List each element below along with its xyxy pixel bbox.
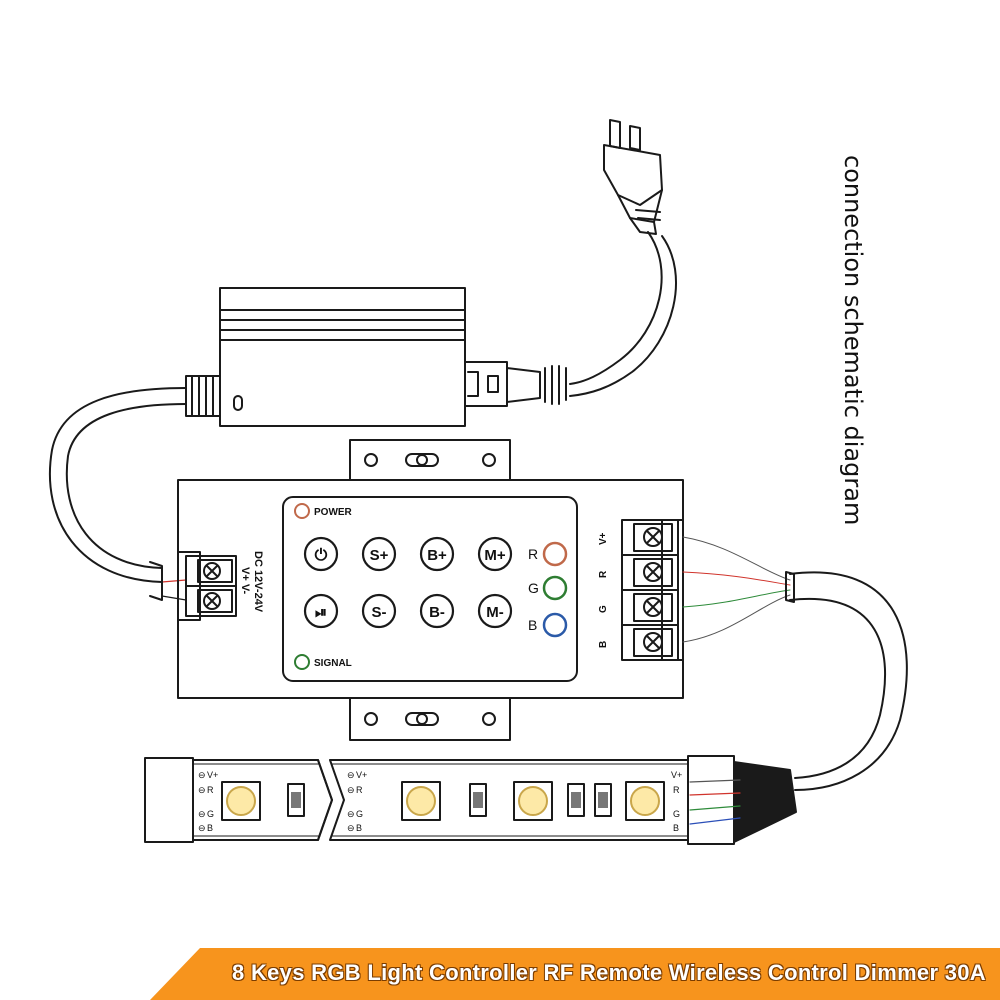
- output-cable: [789, 571, 908, 791]
- mode-down-button[interactable]: M-: [477, 593, 513, 629]
- strip-end-label: R: [673, 785, 680, 795]
- strip-pad-label: B: [356, 823, 362, 833]
- input-terminal-block: [185, 555, 237, 617]
- output-label-r: R: [598, 570, 609, 578]
- b-indicator-label: B: [528, 617, 537, 633]
- footer-banner: 8 Keys RGB Light Controller RF Remote Wi…: [150, 948, 1000, 1000]
- power-button[interactable]: ⏻: [303, 536, 339, 572]
- strip-end-label: B: [673, 823, 679, 833]
- play-pause-label: ⏯: [315, 604, 327, 621]
- strip-pad-label: V+: [207, 770, 218, 780]
- ac-cable: [569, 231, 663, 385]
- led-strip: [144, 755, 797, 845]
- output-wire-r: [682, 571, 791, 586]
- signal-indicator: [294, 654, 310, 670]
- mode-up-label: M+: [484, 547, 505, 564]
- footer-background: [150, 948, 1000, 1000]
- input-voltage-label: DC 12V-24V: [252, 551, 264, 613]
- power-indicator: [294, 503, 310, 519]
- signal-label: SIGNAL: [314, 658, 352, 669]
- speed-up-button[interactable]: S+: [361, 536, 397, 572]
- strip-end-label: V+: [671, 770, 682, 780]
- strip-pad-label: B: [207, 823, 213, 833]
- output-label-vplus: V+: [598, 532, 609, 545]
- footer-title: 8 Keys RGB Light Controller RF Remote Wi…: [232, 960, 986, 985]
- brightness-up-label: B+: [427, 547, 447, 564]
- brightness-down-label: B-: [429, 604, 445, 621]
- output-wire-b: [682, 594, 791, 643]
- input-polarity-label: V+ V-: [239, 567, 251, 595]
- strip-pad-label: R: [207, 785, 214, 795]
- strip-pad-label: R: [356, 785, 363, 795]
- remote-panel: [282, 496, 578, 682]
- dc-cable: [48, 387, 187, 583]
- strip-pad-mark: ⊖: [198, 823, 206, 833]
- strip-pad-label: G: [356, 809, 363, 819]
- speed-down-label: S-: [372, 604, 387, 621]
- strip-pad-mark: ⊖: [347, 809, 355, 819]
- brightness-up-button[interactable]: B+: [419, 536, 455, 572]
- g-indicator-ring: [542, 575, 568, 601]
- speed-down-button[interactable]: S-: [361, 593, 397, 629]
- speed-up-label: S+: [370, 547, 389, 564]
- r-indicator-ring: [542, 541, 568, 567]
- r-indicator-label: R: [528, 546, 538, 562]
- b-indicator-ring: [542, 612, 568, 638]
- ac-plug: [603, 119, 663, 235]
- diagram-title: connection schematic diagram: [839, 155, 867, 526]
- power-button-label: ⏻: [315, 547, 328, 564]
- strip-end-label: G: [673, 809, 680, 819]
- power-adapter: [185, 287, 567, 427]
- strip-pad-label: V+: [356, 770, 367, 780]
- play-pause-button[interactable]: ⏯: [303, 593, 339, 629]
- g-indicator-label: G: [528, 580, 539, 596]
- output-label-g: G: [598, 605, 609, 613]
- strip-pad-mark: ⊖: [198, 809, 206, 819]
- mode-up-button[interactable]: M+: [477, 536, 513, 572]
- strip-pad-mark: ⊖: [198, 770, 206, 780]
- strip-pad-mark: ⊖: [198, 785, 206, 795]
- strip-pad-mark: ⊖: [347, 785, 355, 795]
- brightness-down-button[interactable]: B-: [419, 593, 455, 629]
- strip-pad-label: G: [207, 809, 214, 819]
- output-terminal-block: [621, 519, 679, 661]
- output-wire-vplus: [682, 536, 791, 581]
- remote-buttons: ⏻ S+ B+ M+ ⏯ S- B- M-: [303, 536, 513, 629]
- strip-pad-mark: ⊖: [347, 823, 355, 833]
- strip-pad-mark: ⊖: [347, 770, 355, 780]
- mode-down-label: M-: [486, 604, 504, 621]
- power-label: POWER: [314, 507, 353, 518]
- output-label-b: B: [598, 641, 609, 648]
- output-wire-g: [682, 589, 791, 608]
